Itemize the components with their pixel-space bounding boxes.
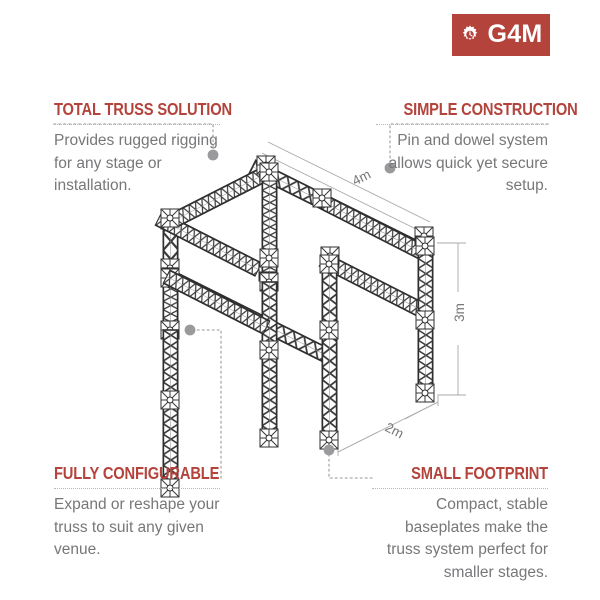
g4m-logo[interactable]: G4M: [452, 14, 550, 56]
divider-top-right: [376, 124, 548, 126]
logo-text: G4M: [487, 19, 543, 48]
feature-body-fully-configurable: Expand or reshape your truss to suit any…: [54, 496, 220, 559]
truss-leg-front-right: [319, 254, 339, 450]
feature-bottom-left: FULLY CONFIGURABLE Expand or reshape you…: [54, 464, 220, 562]
dimension-label-height: 3m: [451, 303, 467, 322]
feature-heading-simple-construction: SIMPLE CONSTRUCTION: [403, 99, 578, 119]
feature-heading-total-truss-solution: TOTAL TRUSS SOLUTION: [54, 99, 232, 119]
feature-heading-fully-configurable: FULLY CONFIGURABLE: [54, 463, 220, 483]
truss-leg-center-lower: [259, 281, 279, 448]
divider-top-left: [54, 124, 220, 126]
truss-leg-rear-right: [415, 236, 435, 403]
feature-body-simple-construction: Pin and dowel system allows quick yet se…: [388, 132, 548, 195]
feature-body-total-truss-solution: Provides rugged rigging for any stage or…: [54, 132, 218, 195]
feature-top-left: TOTAL TRUSS SOLUTION Provides rugged rig…: [54, 99, 232, 198]
divider-bottom-right: [372, 488, 548, 490]
feature-heading-small-footprint: SMALL FOOTPRINT: [411, 463, 548, 483]
dimension-lines: [261, 141, 466, 456]
feature-top-right: SIMPLE CONSTRUCTION Pin and dowel system…: [376, 99, 578, 198]
feature-bottom-right: SMALL FOOTPRINT Compact, stable baseplat…: [372, 464, 548, 584]
feature-body-small-footprint: Compact, stable baseplates make the trus…: [386, 496, 548, 581]
gear-icon: [463, 25, 478, 40]
divider-bottom-left: [54, 488, 220, 490]
